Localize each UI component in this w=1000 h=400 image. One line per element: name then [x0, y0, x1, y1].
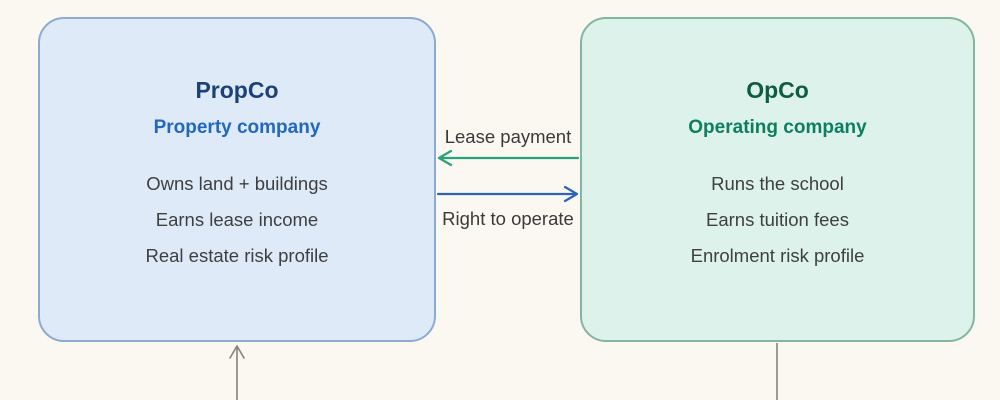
opco-line-2: Earns tuition fees [706, 209, 849, 230]
opco-line-3: Enrolment risk profile [690, 245, 865, 266]
propco-line-3: Real estate risk profile [145, 245, 329, 266]
lease-payment-label: Lease payment [444, 126, 572, 147]
right-to-operate-label: Right to operate [442, 208, 574, 229]
propco-title: PropCo [195, 77, 279, 103]
opco-title: OpCo [746, 77, 809, 103]
lease-payment-arrow-left [437, 149, 580, 167]
propco-subtitle: Property company [153, 117, 321, 138]
opco-box: OpCo Operating company Runs the school E… [580, 17, 975, 342]
opco-attributes: Runs the school Earns tuition fees Enrol… [582, 166, 973, 274]
propco-line-1: Owns land + buildings [146, 173, 328, 194]
right-to-operate-arrow-right [436, 185, 579, 203]
opco-subtitle: Operating company [688, 117, 867, 138]
opco-line-1: Runs the school [711, 173, 844, 194]
propco-attributes: Owns land + buildings Earns lease income… [40, 166, 434, 274]
propco-bottom-up-arrow [229, 345, 245, 400]
propco-box: PropCo Property company Owns land + buil… [38, 17, 436, 342]
propco-line-2: Earns lease income [155, 209, 319, 230]
